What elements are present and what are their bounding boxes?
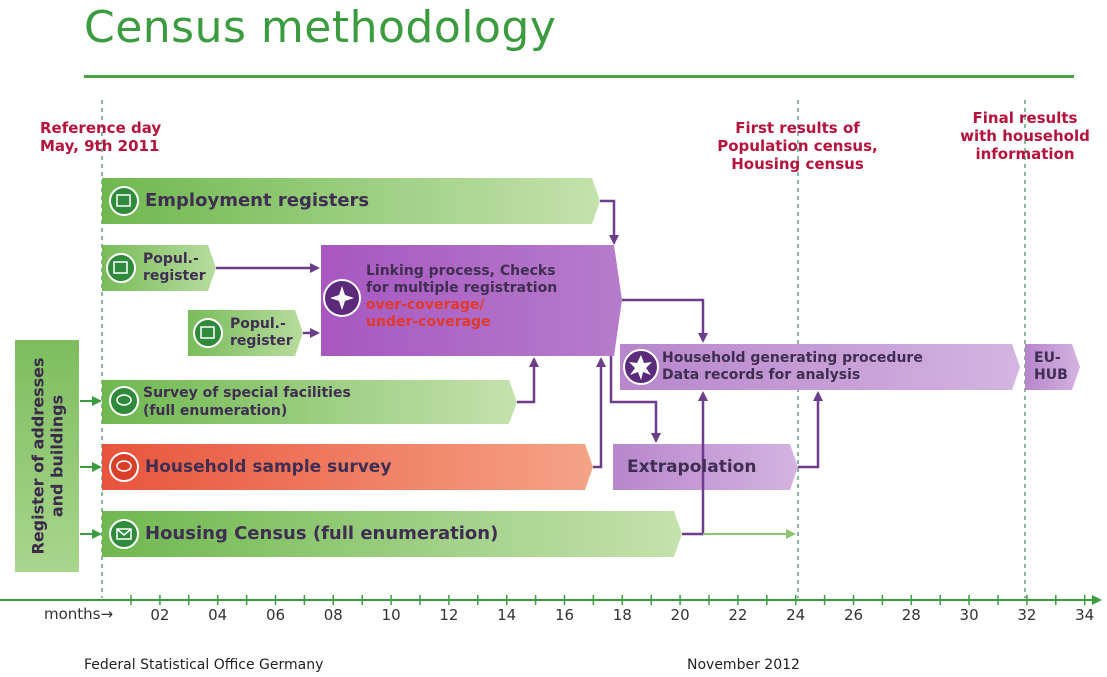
timeline-ticks: 02 04 06 08 10 12 14 16 18 20 22 24 26 28 30 32 34	[130, 595, 1094, 624]
popul-2-line-2: register	[230, 333, 293, 349]
axis-tick-label: 16	[555, 606, 574, 624]
linking-to-extrapolation-arrow	[609, 356, 661, 443]
axis-tick-label: 34	[1075, 606, 1094, 624]
linking-process-box	[321, 245, 622, 356]
axis-tick-label: 14	[497, 606, 516, 624]
axis-tick-label: 22	[728, 606, 747, 624]
reference-day-label: Reference day May, 9th 2011	[40, 119, 161, 155]
axis-tick-label: 20	[671, 606, 690, 624]
page-title: Census methodology	[84, 2, 557, 53]
axis-tick-label: 28	[902, 606, 921, 624]
facilities-line-1: Survey of special facilities	[143, 385, 351, 401]
folder-icon-glyph	[200, 326, 215, 339]
employment-box	[102, 178, 600, 224]
final-results-line-2: with household	[960, 127, 1090, 145]
housing-census-box	[102, 511, 682, 557]
generating-line-1: Household generating procedure	[662, 350, 923, 366]
employment-label: Employment registers	[145, 190, 370, 211]
compass-icon-glyph	[330, 286, 354, 310]
household-sample-box	[102, 444, 593, 490]
final-results-label: Final results with household information	[945, 109, 1105, 163]
folder-icon-glyph	[116, 194, 131, 207]
speech-bubble-icon	[109, 386, 139, 416]
axis-tick-label: 26	[844, 606, 863, 624]
popul-2-line-1: Popul.-	[230, 316, 286, 332]
speech-bubble-icon-glyph	[116, 394, 132, 406]
final-results-line-1: Final results	[972, 109, 1078, 127]
folder-icon-glyph	[113, 261, 128, 274]
speech-bubble-icon	[109, 452, 139, 482]
first-results-line-3: Housing census	[731, 155, 864, 173]
linking-line-2: for multiple registration	[366, 280, 558, 296]
months-axis-label: months→	[44, 605, 113, 623]
footer-organization: Federal Statistical Office Germany	[84, 657, 324, 673]
folder-icon	[106, 253, 136, 283]
generating-line-2: Data records for analysis	[662, 367, 861, 383]
axis-tick-label: 18	[613, 606, 632, 624]
popul-register-2-label: Popul.- register	[230, 316, 293, 350]
register-label-line-2: and buildings	[47, 394, 67, 518]
housing-census-label: Housing Census (full enumeration)	[145, 523, 499, 544]
linking-red-line-1: over-coverage/	[366, 297, 485, 313]
register-label: Register of addresses and buildings	[15, 340, 79, 572]
axis-tick-label: 30	[960, 606, 979, 624]
axis-tick-label: 08	[324, 606, 343, 624]
arrow-right-icon: →	[100, 605, 114, 623]
eu-hub-box	[1025, 344, 1080, 390]
title-rule	[84, 75, 1074, 78]
envelope-icon	[109, 519, 139, 549]
popul-1-line-1: Popul.-	[143, 251, 199, 267]
burst-icon-glyph	[629, 355, 652, 380]
envelope-icon-glyph	[116, 528, 132, 540]
axis-tick-label: 06	[266, 606, 285, 624]
linking-line-1: Linking process, Checks	[366, 263, 556, 279]
reference-day-line-1: Reference day	[40, 119, 162, 137]
first-results-line-1: First results of	[735, 119, 860, 137]
axis-tick-label: 12	[439, 606, 458, 624]
household-generating-label: Household generating procedure Data reco…	[662, 350, 923, 384]
special-facilities-label: Survey of special facilities (full enume…	[143, 384, 351, 420]
eu-hub-label: EU- HUB	[1034, 350, 1068, 384]
axis-tick-label: 02	[150, 606, 169, 624]
household-generating-box	[620, 344, 1020, 390]
eu-hub-line-2: HUB	[1034, 367, 1068, 383]
household-sample-label: Household sample survey	[145, 457, 392, 477]
axis-tick-label: 32	[1017, 606, 1036, 624]
employment-to-linking-arrow	[600, 199, 619, 245]
popul-register-1-label: Popul.- register	[143, 251, 206, 285]
months-label-text: months	[44, 605, 101, 623]
axis-tick-label: 24	[786, 606, 805, 624]
eu-hub-line-1: EU-	[1034, 350, 1061, 366]
register-box	[15, 340, 79, 572]
first-results-line-2: Population census,	[717, 137, 878, 155]
linking-red-line-2: under-coverage	[366, 314, 491, 330]
axis-tick-label: 04	[208, 606, 227, 624]
linking-to-generating-arrow	[622, 298, 708, 343]
extrapolation-label: Extrapolation	[627, 457, 757, 477]
footer-date: November 2012	[687, 657, 800, 673]
facilities-line-2: (full enumeration)	[143, 403, 288, 419]
folder-icon	[109, 186, 139, 216]
special-facilities-box	[102, 380, 517, 424]
axis-tick-label: 10	[382, 606, 401, 624]
facilities-to-linking-arrow	[517, 357, 539, 404]
folder-icon	[193, 318, 223, 348]
linking-label: Linking process, Checks for multiple reg…	[366, 263, 557, 331]
extrapolation-to-generating-arrow	[798, 391, 823, 469]
popul-1-line-2: register	[143, 268, 206, 284]
sample-to-linking-arrow	[593, 357, 606, 469]
final-results-line-3: information	[975, 145, 1075, 163]
envelope-icon-flap	[116, 528, 132, 536]
speech-bubble-icon-glyph	[116, 460, 132, 472]
register-label-line-1: Register of addresses	[28, 357, 48, 555]
reference-day-line-2: May, 9th 2011	[40, 137, 160, 155]
first-results-label: First results of Population census, Hous…	[700, 119, 895, 173]
extrapolation-box	[613, 444, 798, 490]
